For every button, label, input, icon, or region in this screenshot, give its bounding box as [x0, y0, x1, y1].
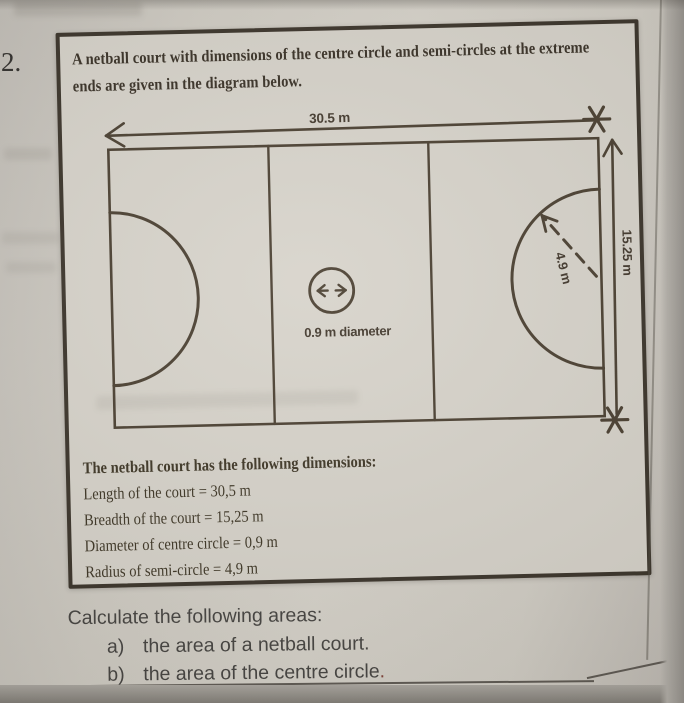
task-item-a-label: a) — [106, 635, 125, 658]
court-outline — [106, 136, 607, 429]
page-bleed-smudge — [2, 232, 60, 244]
breadth-dimension-line — [610, 138, 618, 416]
task-item-b-label: b) — [107, 663, 125, 686]
page-bleed-smudge — [14, 2, 142, 16]
court-third-line-right — [427, 140, 436, 422]
breadth-label: 15.25 m — [619, 229, 635, 276]
task-block: Calculate the following areas: a) the ar… — [68, 601, 589, 692]
netball-court-diagram: 30.5 m 15.25 m 4.9 m 0.9 m diameter — [104, 105, 635, 434]
page-bleed-smudge — [4, 148, 52, 160]
length-label: 30.5 m — [309, 110, 350, 126]
page-bottom-shadow — [0, 685, 684, 703]
star-mark-bottom-icon — [600, 406, 630, 434]
page-bleed-smudge — [6, 262, 56, 273]
task-item-a: a) the area of a netball court. — [107, 630, 588, 659]
task-item-b-period: . — [379, 660, 386, 683]
arrowhead-up-icon — [602, 138, 623, 158]
task-item-a-text: the area of a netball court. — [142, 632, 370, 658]
problem-box: A netball court with dimensions of the c… — [55, 19, 652, 589]
dimensions-block: The netball court has the following dime… — [82, 442, 648, 585]
arrowhead-left-icon — [104, 122, 126, 148]
page-edge-shadow — [660, 0, 684, 703]
star-mark-icon — [582, 105, 612, 133]
court-third-line-left — [267, 144, 277, 426]
radius-arrowhead-icon — [540, 214, 559, 233]
left-semi-circle — [108, 211, 200, 388]
centre-circle — [308, 267, 356, 314]
diameter-arrows-icon — [316, 283, 347, 298]
right-semi-circle — [510, 187, 606, 370]
length-dimension-line — [104, 118, 601, 138]
semi-circle-radius-label: 4.9 m — [552, 251, 575, 286]
problem-intro-text: A netball court with dimensions of the c… — [71, 37, 590, 96]
radius-dashed-line — [540, 214, 598, 278]
task-prompt: Calculate the following areas: — [67, 604, 323, 630]
centre-circle-label: 0.9 m diameter — [304, 323, 391, 340]
question-number: 2. — [1, 47, 22, 77]
